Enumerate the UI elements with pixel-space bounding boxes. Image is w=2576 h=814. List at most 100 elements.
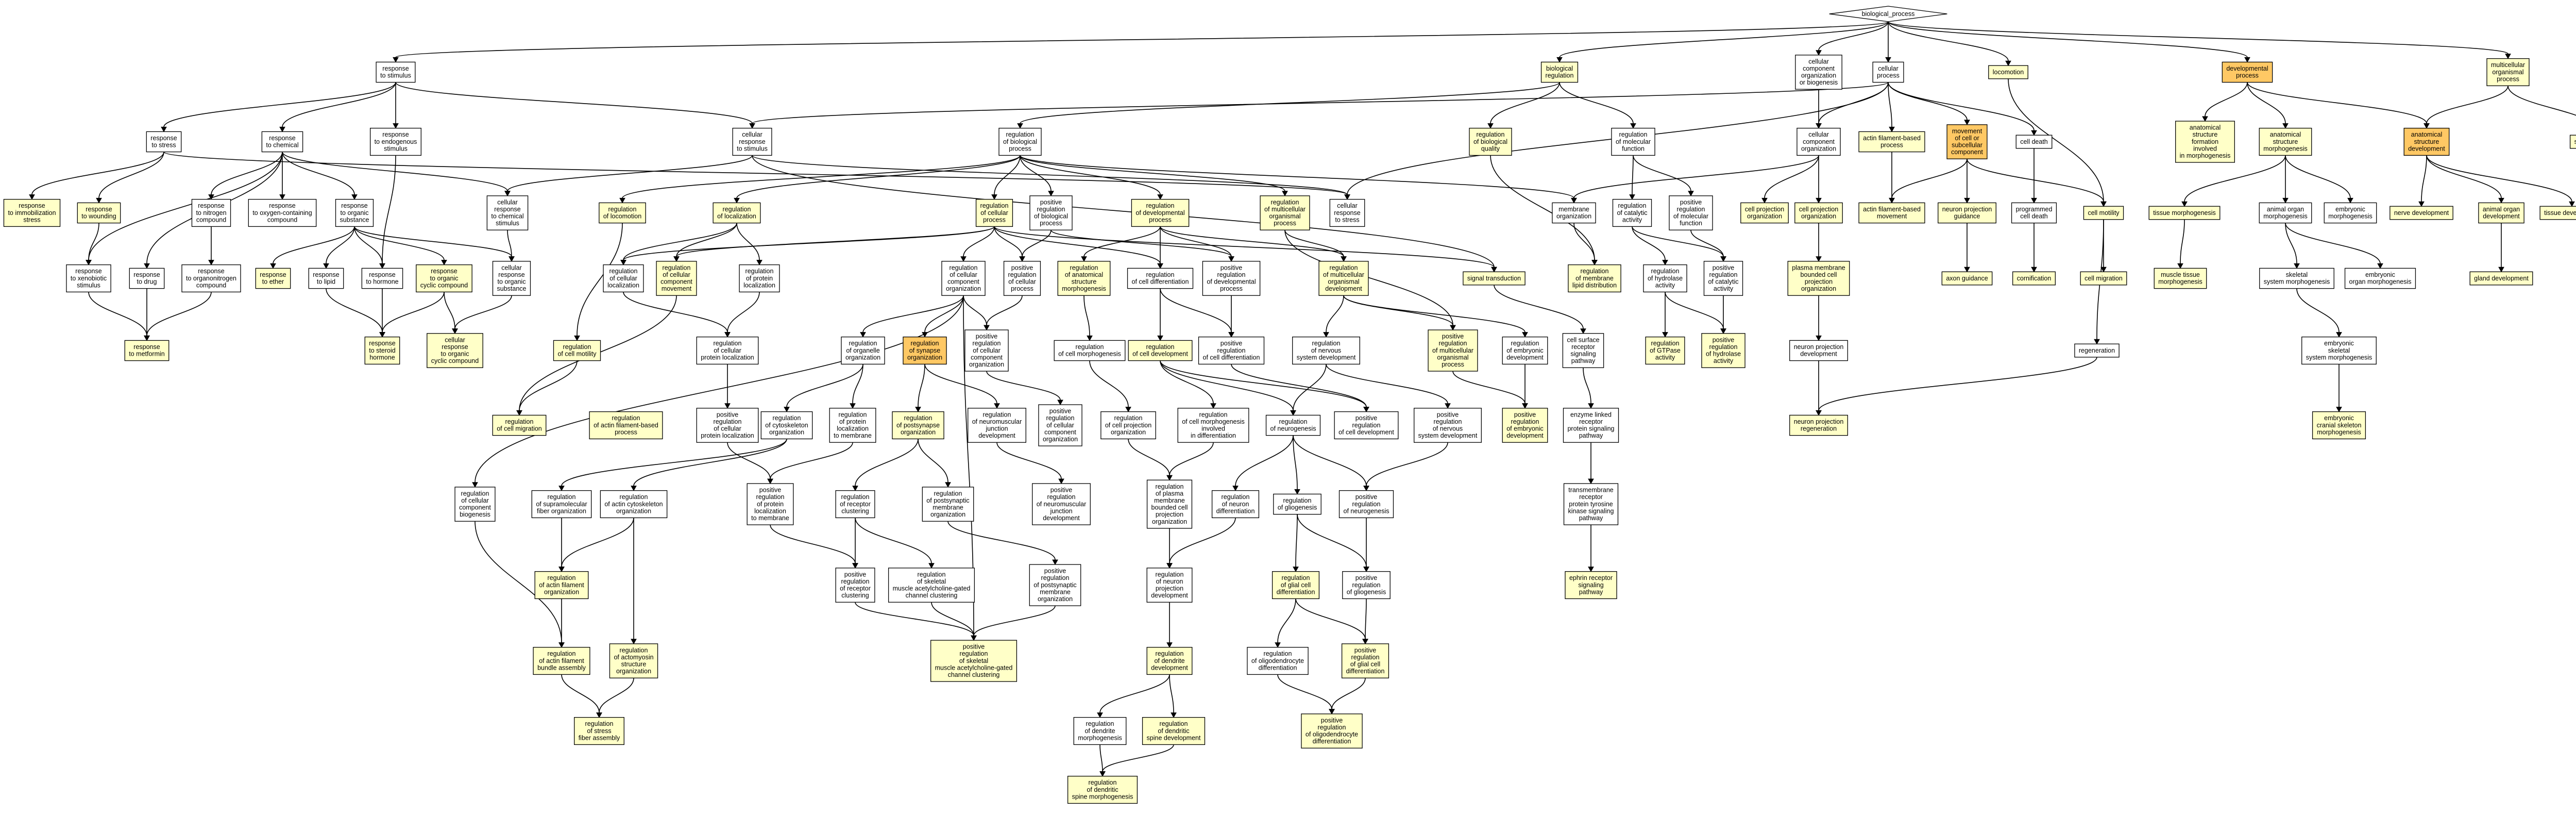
go-term-bp[interactable]: biological_process <box>1829 6 1947 22</box>
go-term-sigt[interactable]: signal transduction <box>1463 271 1526 286</box>
go-term-cornif[interactable]: cornification <box>2012 271 2056 286</box>
go-term-cdeath[interactable]: cell death <box>2015 135 2053 149</box>
go-term-glandd[interactable]: gland development <box>2469 271 2533 286</box>
go-term-axg[interactable]: axon guidance <box>1941 271 1993 286</box>
go-term-regen[interactable]: regeneration <box>2074 343 2120 358</box>
go-term-loco[interactable]: locomotion <box>1988 65 2028 79</box>
go-term-tdev[interactable]: tissue development <box>2539 206 2576 220</box>
